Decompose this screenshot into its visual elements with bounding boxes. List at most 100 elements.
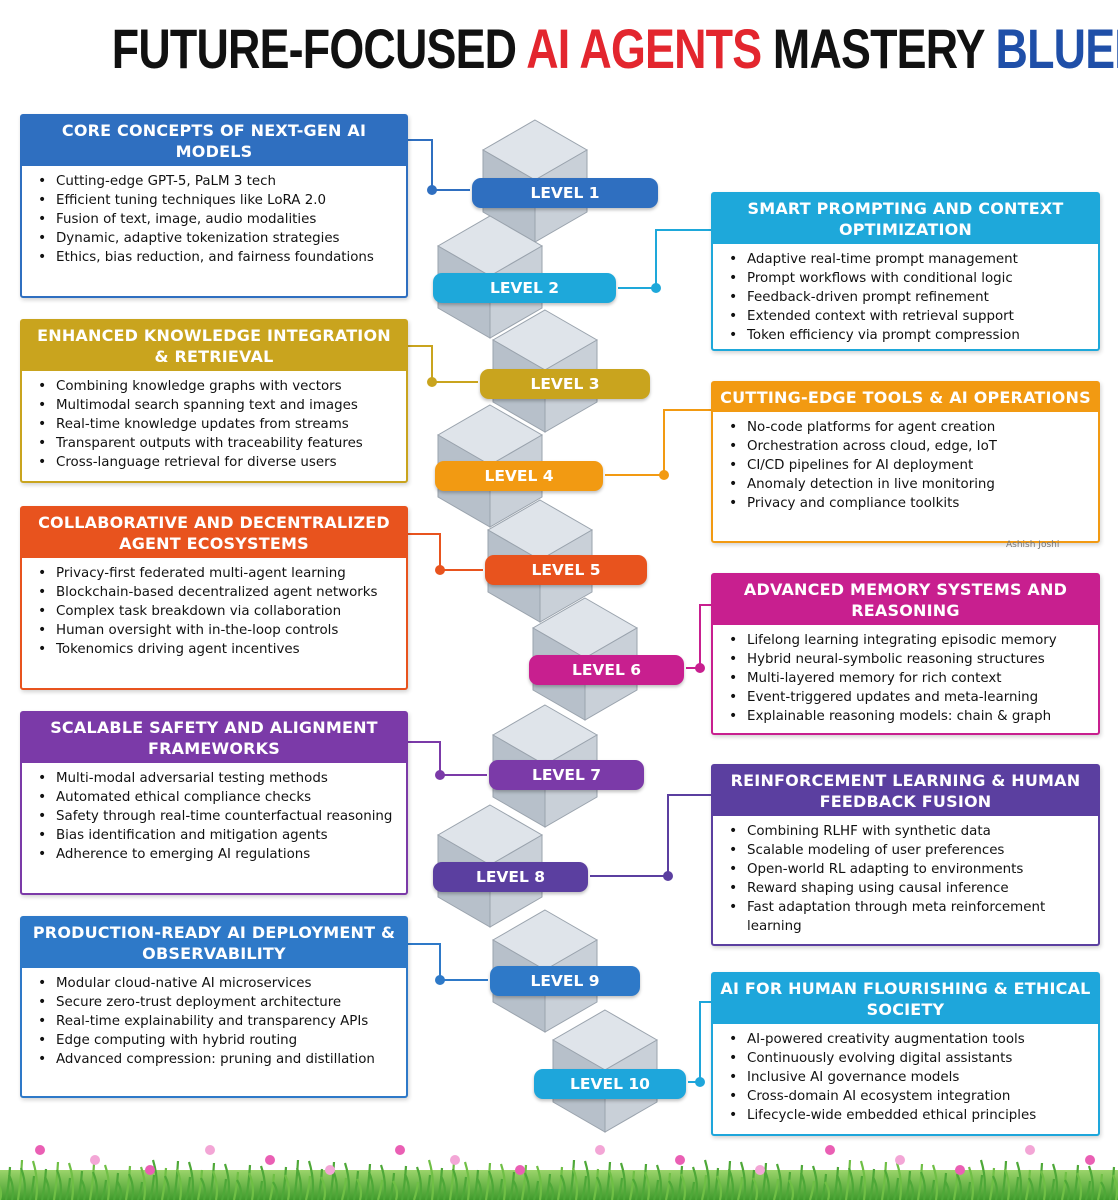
- grass-blade: [1060, 1171, 1068, 1200]
- grass-blade: [916, 1163, 924, 1200]
- grass-blade: [908, 1178, 915, 1200]
- box-reinforcement-learning: REINFORCEMENT LEARNING & HUMAN FEEDBACK …: [711, 764, 1100, 946]
- grass-blade: [400, 1165, 408, 1200]
- grass-blade: [628, 1170, 636, 1200]
- grass-blade: [688, 1181, 696, 1200]
- cube-staircase: [436, 119, 659, 1133]
- grass-blade: [164, 1175, 171, 1200]
- grass-blade: [811, 1165, 819, 1200]
- grass-blade: [775, 1163, 783, 1200]
- flower: [265, 1155, 275, 1165]
- grass-blade: [784, 1171, 792, 1200]
- connector-line: [590, 794, 711, 877]
- grass-blade: [148, 1174, 156, 1200]
- grass-blade: [824, 1181, 831, 1200]
- grass-blade: [64, 1177, 72, 1200]
- flower: [90, 1155, 100, 1165]
- grass-blade: [760, 1162, 768, 1200]
- title-part-3: MASTERY: [761, 17, 996, 80]
- grass-blade: [127, 1173, 135, 1200]
- grass-blade: [1015, 1161, 1023, 1200]
- grass-blade: [211, 1170, 219, 1200]
- grass-blade: [136, 1181, 144, 1200]
- grass-blade: [124, 1165, 132, 1200]
- grass-blade: [184, 1176, 192, 1200]
- grass-blade: [979, 1159, 987, 1200]
- connector-dot: [651, 283, 661, 293]
- level-9-badge: LEVEL 9: [490, 966, 640, 996]
- level-4-badge: LEVEL 4: [435, 461, 603, 491]
- grass-blade: [955, 1173, 963, 1200]
- list-item: Combining knowledge graphs with vectors: [38, 377, 398, 396]
- box-memory-systems: ADVANCED MEMORY SYSTEMS AND REASONING Li…: [711, 573, 1100, 735]
- grass-blade: [112, 1172, 120, 1200]
- grass-blade: [31, 1160, 39, 1200]
- list-item: Edge computing with hybrid routing: [38, 1031, 398, 1050]
- grass-blade: [16, 1159, 24, 1200]
- list-item: Privacy-first federated multi-agent lear…: [38, 564, 398, 583]
- grass-blade: [476, 1177, 483, 1200]
- grass-blade: [19, 1167, 27, 1200]
- grass-blade: [340, 1177, 348, 1200]
- title-part-1: FUTURE-FOCUSED: [111, 17, 527, 80]
- grass-blade: [295, 1167, 303, 1200]
- grass-blade: [451, 1168, 459, 1200]
- grass-blade: [928, 1179, 936, 1200]
- grass-blade: [403, 1173, 411, 1200]
- grass-blade: [1012, 1176, 1020, 1200]
- grass-blade: [847, 1167, 855, 1200]
- grass-blade: [352, 1170, 360, 1200]
- list-item: Safety through real-time counterfactual …: [38, 807, 398, 826]
- grass-blade: [592, 1168, 600, 1200]
- list-item: Adaptive real-time prompt management: [729, 250, 1090, 269]
- list-item: Orchestration across cloud, edge, IoT: [729, 437, 1090, 456]
- grass-blade: [427, 1159, 435, 1200]
- connector-dot: [695, 663, 705, 673]
- grass-blade: [679, 1173, 687, 1200]
- flower: [395, 1145, 405, 1155]
- flower: [755, 1165, 765, 1175]
- grass-blade: [571, 1167, 579, 1200]
- grass-blade: [748, 1169, 756, 1200]
- bullet-list: Privacy-first federated multi-agent lear…: [22, 564, 406, 665]
- connector-line: [408, 345, 478, 383]
- grass-blade: [859, 1160, 867, 1200]
- grass-blade: [0, 1185, 3, 1200]
- list-item: Lifelong learning integrating episodic m…: [729, 631, 1090, 650]
- level-8-badge: LEVEL 8: [433, 862, 588, 892]
- grass-blade: [1096, 1173, 1104, 1200]
- bullet-list: AI-powered creativity augmentation tools…: [713, 1030, 1098, 1131]
- grass-blade: [992, 1175, 999, 1200]
- connector-dot: [427, 377, 437, 387]
- flower: [825, 1145, 835, 1155]
- page-title: FUTURE-FOCUSED AI AGENTS MASTERY BLUEPRI…: [111, 16, 1118, 81]
- grass-blade: [796, 1164, 804, 1200]
- grass-blade: [964, 1181, 972, 1200]
- bullet-list: Cutting-edge GPT-5, PaLM 3 tech Efficien…: [22, 172, 406, 273]
- grass-blade: [520, 1164, 528, 1200]
- level-7-badge: LEVEL 7: [489, 760, 644, 790]
- grass-blade: [836, 1174, 843, 1200]
- grass-blade: [668, 1180, 675, 1200]
- grass-blade: [392, 1180, 399, 1200]
- grass-blade: [967, 1166, 975, 1200]
- box-production-deployment: PRODUCTION-READY AI DEPLOYMENT & OBSERVA…: [20, 916, 408, 1098]
- connector-line: [686, 604, 711, 669]
- connector-line: [618, 229, 711, 289]
- grass-blade: [44, 1176, 51, 1200]
- grass-blade: [356, 1178, 363, 1200]
- grass-blade: [988, 1167, 996, 1200]
- connector-line: [408, 139, 470, 191]
- connector-dot: [427, 185, 437, 195]
- grass-blade: [1024, 1169, 1032, 1200]
- list-item: CI/CD pipelines for AI deployment: [729, 456, 1090, 475]
- grass-blade: [196, 1169, 204, 1200]
- connector-line: [408, 533, 483, 571]
- signature: Ashish Joshi: [1006, 540, 1060, 550]
- list-item: Explainable reasoning models: chain & gr…: [729, 707, 1090, 726]
- grass-blade: [103, 1164, 111, 1200]
- list-item: Fusion of text, image, audio modalities: [38, 210, 398, 229]
- flower: [1085, 1155, 1095, 1165]
- grass-blade: [40, 1168, 48, 1200]
- grass-blade: [808, 1180, 816, 1200]
